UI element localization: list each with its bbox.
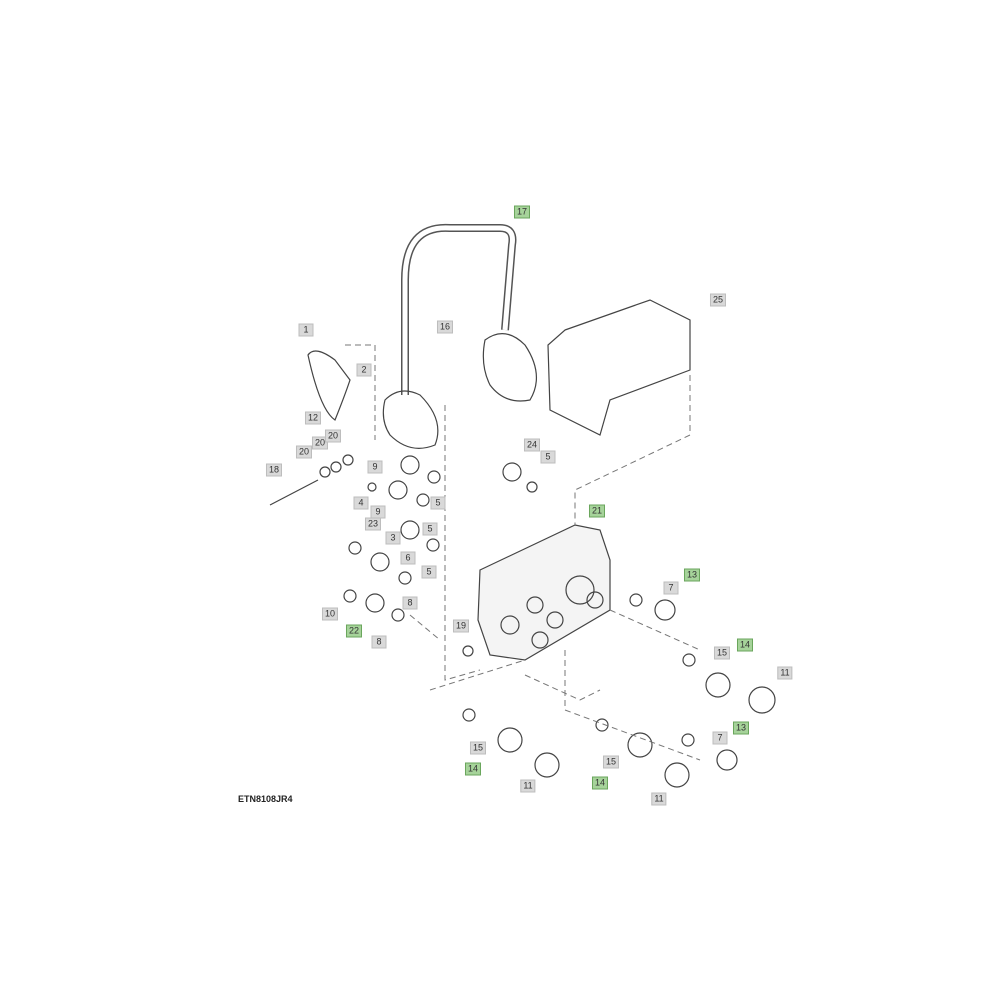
callout-8[interactable]: 8 (371, 635, 387, 649)
callout-9[interactable]: 9 (367, 460, 383, 474)
callout-12[interactable]: 12 (304, 411, 322, 425)
callout-5[interactable]: 5 (540, 450, 556, 464)
callout-13[interactable]: 13 (732, 721, 750, 735)
callout-11[interactable]: 11 (651, 792, 667, 806)
callout-10[interactable]: 10 (321, 607, 339, 621)
drawing-reference-code: ETN8108JR4 (238, 794, 293, 804)
callout-5[interactable]: 5 (421, 565, 437, 579)
callout-25[interactable]: 25 (709, 293, 727, 307)
callout-8[interactable]: 8 (402, 596, 418, 610)
handle-plate-right (482, 333, 537, 402)
callout-4[interactable]: 4 (353, 496, 369, 510)
callout-18[interactable]: 18 (265, 463, 283, 477)
callout-2[interactable]: 2 (356, 363, 372, 377)
callout-14[interactable]: 14 (736, 638, 754, 652)
callout-16[interactable]: 16 (436, 320, 454, 334)
callout-15[interactable]: 15 (713, 646, 731, 660)
callout-3[interactable]: 3 (385, 531, 401, 545)
callout-13[interactable]: 13 (683, 568, 701, 582)
callout-15[interactable]: 15 (469, 741, 487, 755)
callout-14[interactable]: 14 (464, 762, 482, 776)
handle-bar (401, 223, 517, 395)
callout-20[interactable]: 20 (324, 429, 342, 443)
callout-5[interactable]: 5 (430, 496, 446, 510)
mounting-plate (547, 299, 691, 436)
callout-14[interactable]: 14 (591, 776, 609, 790)
callout-11[interactable]: 11 (520, 779, 536, 793)
callout-19[interactable]: 19 (452, 619, 470, 633)
callout-22[interactable]: 22 (345, 624, 363, 638)
valve-block (477, 524, 611, 661)
callout-21[interactable]: 21 (588, 504, 606, 518)
callout-5[interactable]: 5 (422, 522, 438, 536)
handle-plate-left (382, 390, 439, 449)
callout-23[interactable]: 23 (364, 517, 382, 531)
callout-7[interactable]: 7 (712, 731, 728, 745)
callout-17[interactable]: 17 (513, 205, 531, 219)
callout-11[interactable]: 11 (777, 666, 793, 680)
callout-6[interactable]: 6 (400, 551, 416, 565)
fittings (269, 454, 776, 788)
callout-15[interactable]: 15 (602, 755, 620, 769)
callout-20[interactable]: 20 (311, 436, 329, 450)
callout-24[interactable]: 24 (523, 438, 541, 452)
latch-bracket (307, 350, 351, 421)
callout-7[interactable]: 7 (663, 581, 679, 595)
callout-20[interactable]: 20 (295, 445, 313, 459)
callout-1[interactable]: 1 (298, 323, 314, 337)
